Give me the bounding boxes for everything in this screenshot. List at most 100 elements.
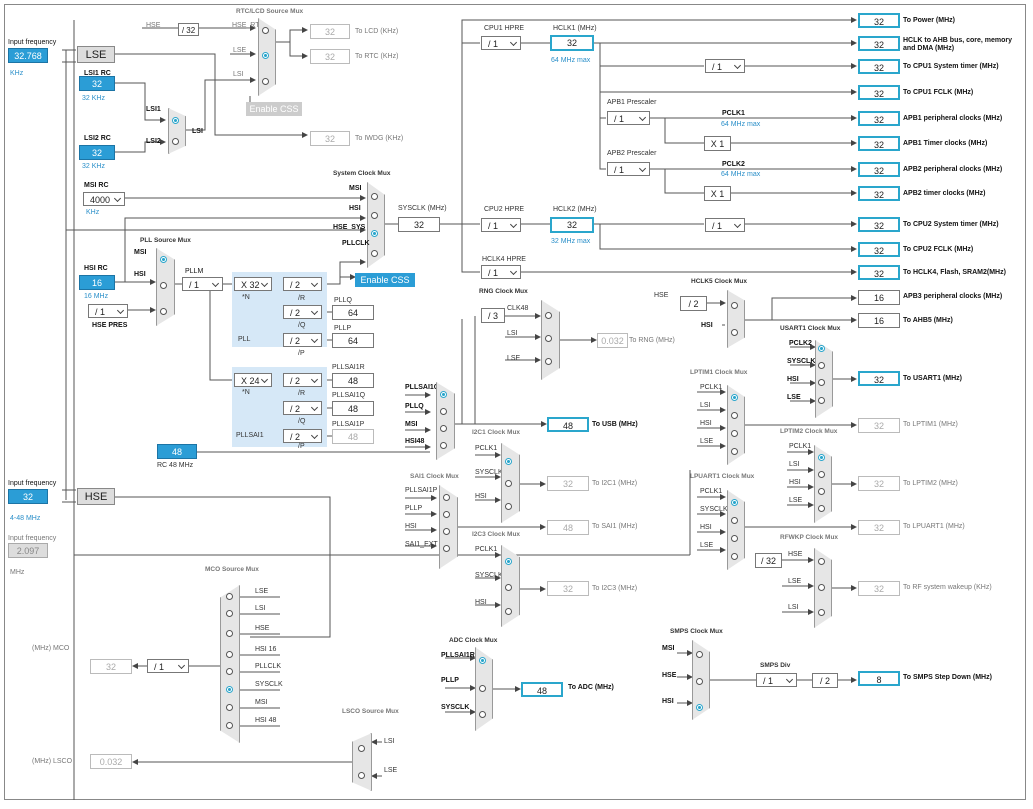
- pll-radio-hse[interactable]: [160, 308, 167, 315]
- lptim2-radio-lse[interactable]: [818, 505, 825, 512]
- usart1-radio-hsi[interactable]: [818, 379, 825, 386]
- rfwkp-radio-lsi[interactable]: [818, 609, 825, 616]
- lsco-mux[interactable]: [352, 733, 372, 791]
- rtc-hse-div[interactable]: / 32: [178, 23, 199, 36]
- pllsai1n-select[interactable]: X 24: [234, 373, 272, 387]
- usb-radio-msi[interactable]: [440, 425, 447, 432]
- pllq-select[interactable]: / 2: [283, 305, 322, 319]
- lpuart1-radio-pclk[interactable]: [731, 499, 738, 506]
- pllsai1q-select[interactable]: / 2: [283, 401, 322, 415]
- msi-range-select[interactable]: 4000: [83, 192, 125, 206]
- hclk1-value[interactable]: 32: [550, 35, 594, 51]
- sys-enable-css-button[interactable]: Enable CSS: [355, 273, 415, 287]
- usb-radio-pllq[interactable]: [440, 408, 447, 415]
- rng-radio-lse[interactable]: [545, 358, 552, 365]
- adc-radio-pllp[interactable]: [479, 685, 486, 692]
- lptim1-radio-lsi[interactable]: [731, 412, 738, 419]
- rtc-radio-lsi[interactable]: [262, 78, 269, 85]
- hse-pres-select[interactable]: / 1: [88, 304, 128, 318]
- cpu1-systimer-select[interactable]: / 1: [705, 59, 745, 73]
- lse-frequency-input[interactable]: 32.768: [8, 48, 48, 63]
- apb2-prescaler-select[interactable]: / 1: [607, 162, 650, 176]
- sysclk-radio-msi[interactable]: [371, 193, 378, 200]
- cpu2-systimer-select[interactable]: / 1: [705, 218, 745, 232]
- rtc-radio-lse[interactable]: [262, 52, 269, 59]
- hclk5-hse-div[interactable]: / 2: [680, 296, 707, 311]
- lptim2-radio-hsi[interactable]: [818, 488, 825, 495]
- lptim1-radio-lse[interactable]: [731, 448, 738, 455]
- pllm-select[interactable]: / 1: [182, 277, 223, 291]
- mco-div-select[interactable]: / 1: [147, 659, 189, 673]
- lptim1-radio-pclk[interactable]: [731, 394, 738, 401]
- cpu2-hpre-select[interactable]: / 1: [481, 218, 521, 232]
- rng-radio-lsi[interactable]: [545, 335, 552, 342]
- mco-radio[interactable]: [226, 722, 233, 729]
- adc-radio-sysclk[interactable]: [479, 711, 486, 718]
- usb-radio-pllsai1q[interactable]: [440, 391, 447, 398]
- smps-radio-msi[interactable]: [696, 651, 703, 658]
- plln-select[interactable]: X 32: [234, 277, 272, 291]
- rfwkp-hse-div[interactable]: / 32: [755, 553, 782, 568]
- sai1-radio-pllsai1p[interactable]: [443, 494, 450, 501]
- pllsai1p-select[interactable]: / 2: [283, 429, 322, 443]
- lptim2-radio-pclk[interactable]: [818, 454, 825, 461]
- rtc-enable-css-button[interactable]: Enable CSS: [246, 102, 302, 116]
- mco-radio[interactable]: [226, 651, 233, 658]
- mco-mux[interactable]: [220, 585, 240, 743]
- pll-radio-msi[interactable]: [160, 256, 167, 263]
- sysclk-value[interactable]: 32: [398, 217, 440, 232]
- i2c1-radio-sysclk[interactable]: [505, 480, 512, 487]
- i2c1-radio-pclk[interactable]: [505, 458, 512, 465]
- mco-radio[interactable]: [226, 610, 233, 617]
- usart1-mux[interactable]: [815, 340, 833, 418]
- lsco-radio-lse[interactable]: [358, 772, 365, 779]
- hclk2-value[interactable]: 32: [550, 217, 594, 233]
- lsi-radio-lsi1[interactable]: [172, 117, 179, 124]
- smps-radio-hsi[interactable]: [696, 704, 703, 711]
- i2c3-radio-sysclk[interactable]: [505, 584, 512, 591]
- adc-radio-pllsai1r[interactable]: [479, 657, 486, 664]
- i2c3-radio-hsi[interactable]: [505, 608, 512, 615]
- usart1-radio-lse[interactable]: [818, 397, 825, 404]
- lpuart1-radio-hsi[interactable]: [731, 535, 738, 542]
- hclk5-radio-hse[interactable]: [731, 302, 738, 309]
- sysclk-radio-pllclk[interactable]: [371, 250, 378, 257]
- hclk5-radio-hsi[interactable]: [731, 329, 738, 336]
- usb-radio-hsi48[interactable]: [440, 442, 447, 449]
- hse-frequency-input[interactable]: 32: [8, 489, 48, 504]
- mco-radio[interactable]: [226, 686, 233, 693]
- pllr-select[interactable]: / 2: [283, 277, 322, 291]
- hclk4-hpre-select[interactable]: / 1: [481, 265, 521, 279]
- mco-radio[interactable]: [226, 668, 233, 675]
- usart1-radio-pclk[interactable]: [818, 345, 825, 352]
- rng-div[interactable]: / 3: [481, 308, 505, 323]
- lpuart1-radio-lse[interactable]: [731, 553, 738, 560]
- pll-radio-hsi[interactable]: [160, 282, 167, 289]
- i2c3-radio-pclk[interactable]: [505, 558, 512, 565]
- i2c1-radio-hsi[interactable]: [505, 503, 512, 510]
- mco-radio[interactable]: [226, 593, 233, 600]
- sysclk-radio-hsi[interactable]: [371, 212, 378, 219]
- usart1-radio-sysclk[interactable]: [818, 362, 825, 369]
- sai1-radio-pllp[interactable]: [443, 511, 450, 518]
- sai1-radio-hsi[interactable]: [443, 528, 450, 535]
- mco-radio[interactable]: [226, 630, 233, 637]
- cpu1-hpre-select[interactable]: / 1: [481, 36, 521, 50]
- rfwkp-radio-lse[interactable]: [818, 584, 825, 591]
- rtc-radio-hse[interactable]: [262, 27, 269, 34]
- lptim1-radio-hsi[interactable]: [731, 430, 738, 437]
- third-frequency-input[interactable]: 2.097: [8, 543, 48, 558]
- mco-radio[interactable]: [226, 704, 233, 711]
- pllsai1r-select[interactable]: / 2: [283, 373, 322, 387]
- lptim2-radio-lsi[interactable]: [818, 471, 825, 478]
- smps-radio-hse[interactable]: [696, 678, 703, 685]
- lsi-radio-lsi2[interactable]: [172, 138, 179, 145]
- rfwkp-radio-hse[interactable]: [818, 558, 825, 565]
- lpuart1-radio-sysclk[interactable]: [731, 517, 738, 524]
- sai1-radio-ext[interactable]: [443, 545, 450, 552]
- smps-div-select[interactable]: / 1: [756, 673, 797, 687]
- sysclk-radio-hse[interactable]: [371, 230, 378, 237]
- apb1-prescaler-select[interactable]: / 1: [607, 111, 650, 125]
- rng-radio-clk48[interactable]: [545, 312, 552, 319]
- pllp-select[interactable]: / 2: [283, 333, 322, 347]
